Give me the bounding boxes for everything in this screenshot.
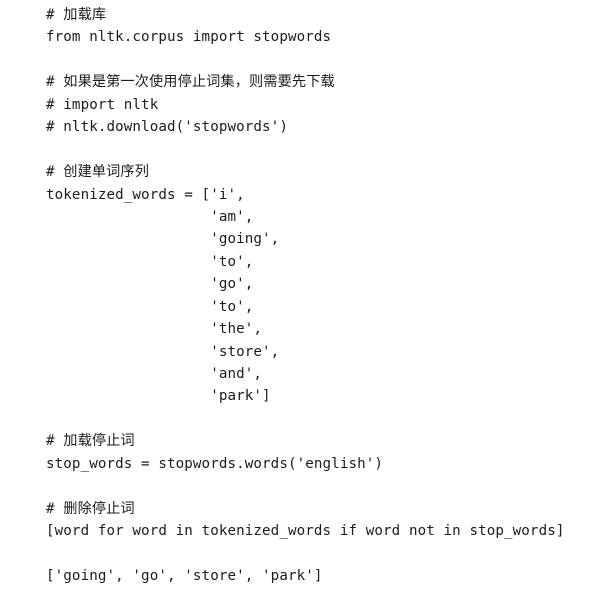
code-line: 'and', bbox=[46, 366, 263, 382]
code-line: stop_words = stopwords.words('english') bbox=[46, 455, 384, 472]
code-line: 'the', bbox=[46, 321, 263, 338]
comment-line: # 加载库 bbox=[46, 7, 107, 23]
blank-line bbox=[46, 139, 565, 161]
blank-line bbox=[46, 543, 565, 565]
code-line: 'to', bbox=[46, 298, 254, 315]
blank-line bbox=[46, 49, 565, 71]
comment-line: # 如果是第一次使用停止词集，则需要先下载 bbox=[46, 74, 335, 91]
blank-line bbox=[46, 408, 565, 430]
code-line: 'go', bbox=[46, 276, 254, 293]
code-line: 'store', bbox=[46, 343, 280, 360]
comment-line: # 加载停止词 bbox=[46, 433, 135, 450]
comment-line: # nltk.download('stopwords') bbox=[46, 119, 288, 136]
code-line: 'park'] bbox=[46, 388, 271, 405]
comment-line: # 创建单词序列 bbox=[46, 164, 150, 181]
comment-line: # import nltk bbox=[46, 96, 159, 113]
code-block: # 加载库 from nltk.corpus import stopwords … bbox=[46, 4, 565, 587]
code-line: [word for word in tokenized_words if wor… bbox=[46, 523, 565, 540]
code-line: 'going', bbox=[46, 231, 280, 248]
code-line: tokenized_words = ['i', bbox=[46, 186, 245, 203]
import-line: from nltk.corpus import stopwords bbox=[46, 29, 332, 46]
comment-line: # 删除停止词 bbox=[46, 500, 135, 517]
code-line: 'am', bbox=[46, 208, 254, 225]
output-line: ['going', 'go', 'store', 'park'] bbox=[46, 567, 323, 584]
code-line: 'to', bbox=[46, 253, 254, 270]
blank-line bbox=[46, 475, 565, 497]
